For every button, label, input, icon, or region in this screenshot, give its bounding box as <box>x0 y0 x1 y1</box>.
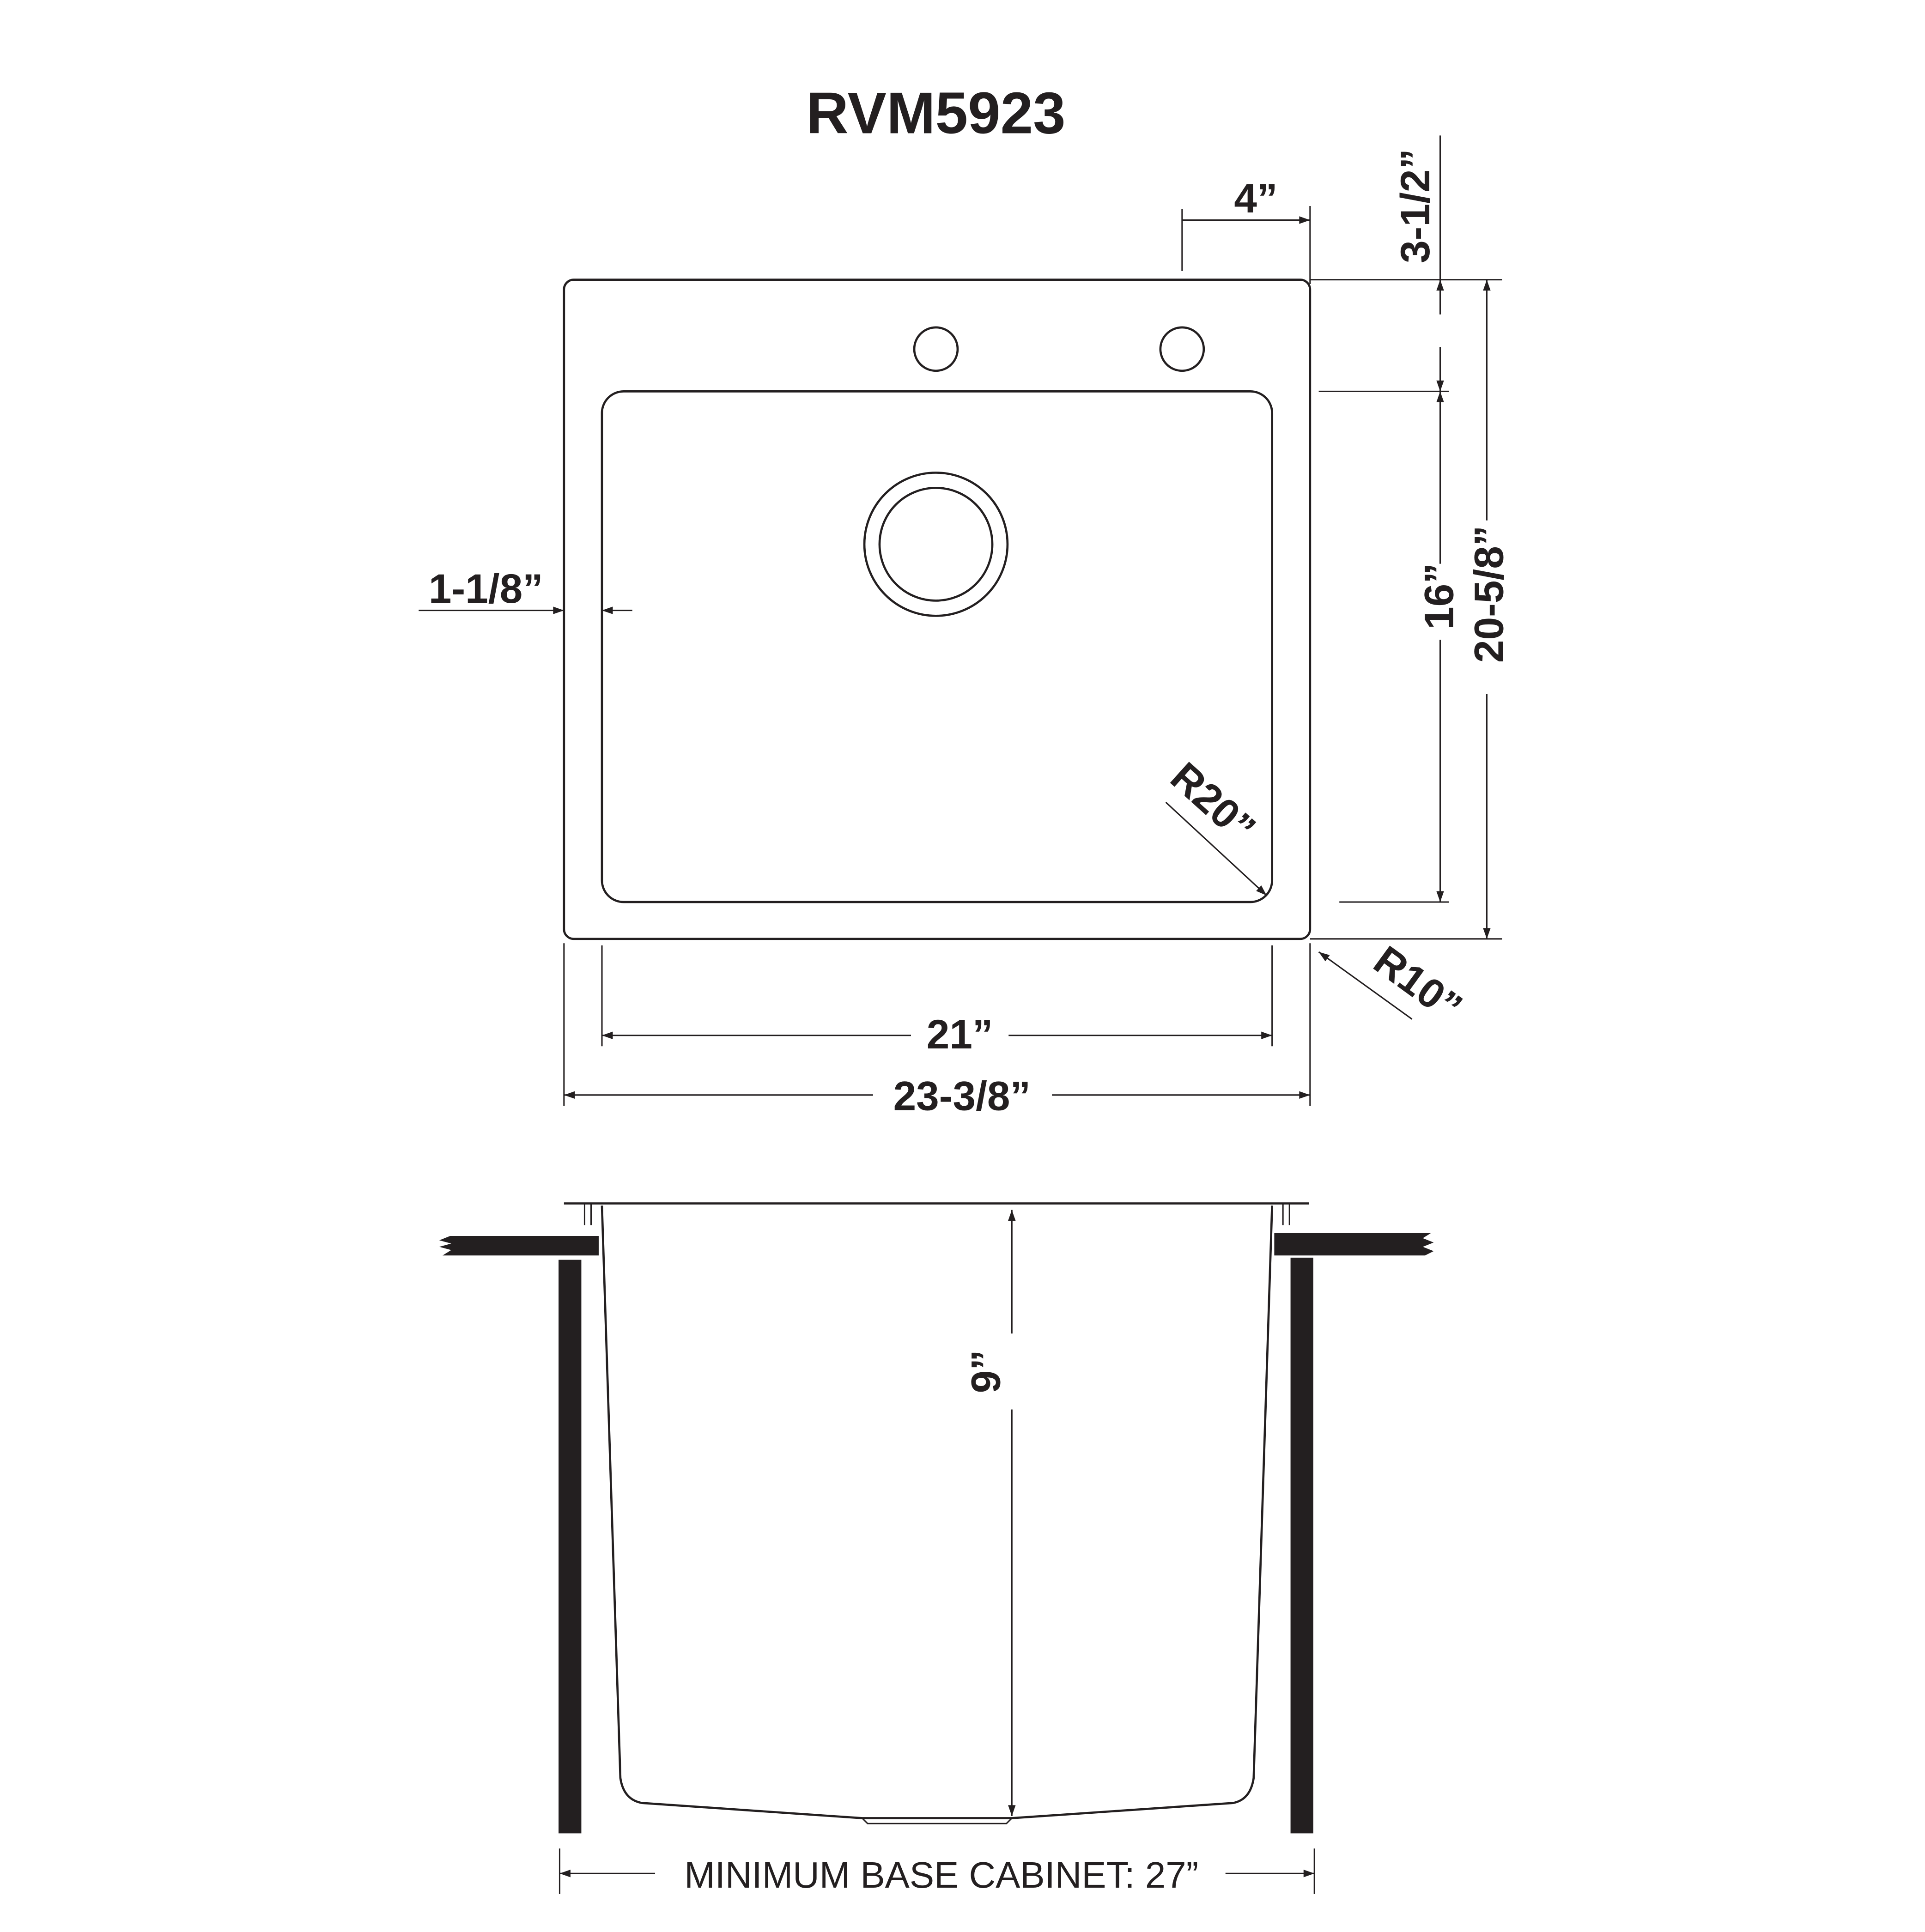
dim-bowl-width: 21” <box>927 1011 993 1057</box>
bowl-outline <box>601 390 1274 903</box>
faucet-hole <box>1159 326 1205 372</box>
sink-outline <box>563 279 1312 940</box>
top-view: 4” 3-1/2” 16” 20-5/8” 1-1/8” R20” R10” 2… <box>419 135 1512 1119</box>
faucet-hole <box>913 326 959 372</box>
dim-bowl-height: 9” <box>962 1350 1008 1393</box>
dim-bowl-radius: R20” <box>1162 753 1265 852</box>
dim-back-deck: 3-1/2” <box>1392 149 1438 263</box>
bowl-profile <box>601 1205 1274 1819</box>
dim-side-rim: 1-1/8” <box>429 565 543 612</box>
cabinet-wall-left <box>559 1260 582 1834</box>
drain-outer <box>863 472 1009 617</box>
min-base-cabinet-label: MINIMUM BASE CABINET: 27” <box>684 1854 1198 1896</box>
model-title: RVM5923 <box>806 80 1065 146</box>
dim-overall-width: 23-3/8” <box>893 1073 1031 1119</box>
countertop-right <box>1274 1232 1434 1256</box>
dim-faucet-spacing: 4” <box>1234 175 1277 221</box>
drain-inner <box>878 486 994 602</box>
side-view: 9” MINIMUM BASE CABINET: 27” <box>439 1202 1434 1896</box>
dim-overall-depth: 20-5/8” <box>1466 526 1512 663</box>
dim-bowl-depth: 16” <box>1416 563 1462 630</box>
dim-outer-radius: R10” <box>1366 937 1470 1030</box>
countertop-left <box>439 1236 599 1256</box>
cabinet-wall-right <box>1290 1257 1313 1834</box>
